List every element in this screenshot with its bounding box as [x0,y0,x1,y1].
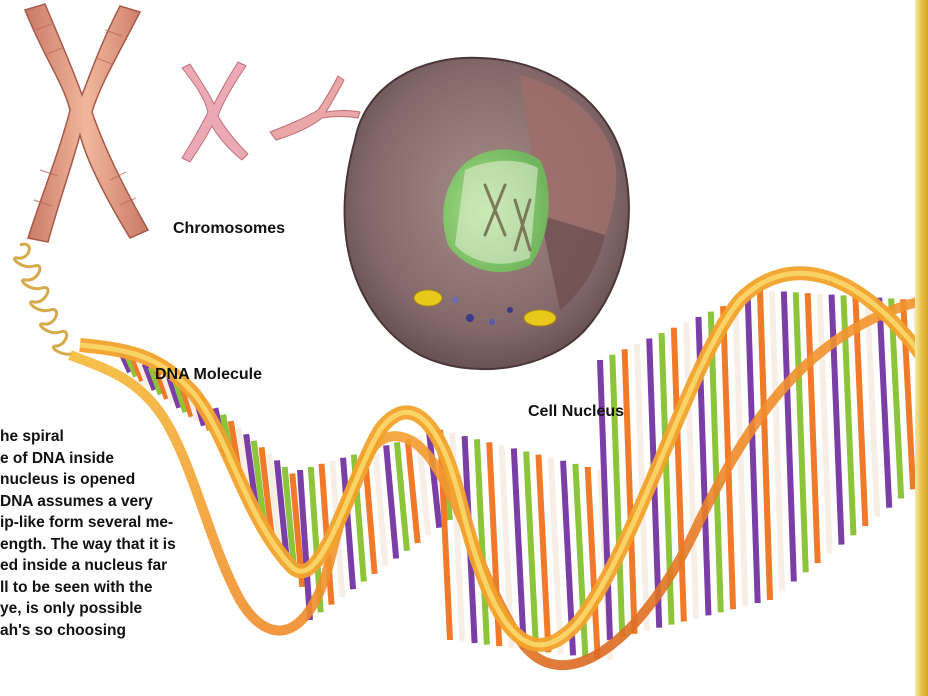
cell-nucleus-label: Cell Nucleus [528,403,624,421]
chromosomes-label: Chromosomes [173,220,285,238]
base-pair-rung [551,458,561,654]
base-pair-rung [397,442,407,550]
caption-line: ye, is only possible [0,598,270,620]
cell-nucleus-illustration [345,58,629,369]
caption-line: DNA assumes a very [0,491,270,513]
base-pair-rung [588,467,598,659]
base-pair-rung [526,452,536,651]
base-pair-rung [760,290,770,600]
base-pair-rung [538,455,548,653]
caption-line: ed inside a nucleus far [0,555,270,577]
caption-line: ah's so choosing [0,620,270,642]
base-pair-rung [867,297,877,517]
dna-molecule-label: DNA Molecule [155,366,262,384]
base-pair-rung [772,291,782,591]
caption-line: ip-like form several me- [0,512,270,534]
base-pair-rung [514,448,524,649]
caption-line: ll to be seen with the [0,577,270,599]
base-pair-rung [820,294,830,554]
base-pair-rung [796,292,806,572]
caption-line: nucleus is opened [0,469,270,491]
caption-line: ength. The way that it is [0,534,270,556]
chromosome-small-illustration [270,76,360,140]
caption-line: he spiral [0,426,270,448]
base-pair-rung [748,295,758,603]
base-pair-rung [612,355,622,637]
base-pair-rung [408,439,418,543]
base-pair-rung [784,292,794,582]
base-pair-rung [674,328,684,622]
page-edge-decoration [915,0,928,696]
base-pair-rung [625,349,635,634]
base-pair-rung [375,448,385,566]
caption-line: e of DNA inside [0,448,270,470]
base-pair-rung [808,293,818,563]
chromosome-medium-illustration [182,62,248,162]
base-pair-rung [879,298,889,508]
chromosome-large-illustration [25,4,148,242]
base-pair-rung [386,445,396,558]
dna-coil-illustration [15,244,72,354]
caption-text: he spiral e of DNA inside nucleus is ope… [0,426,270,641]
